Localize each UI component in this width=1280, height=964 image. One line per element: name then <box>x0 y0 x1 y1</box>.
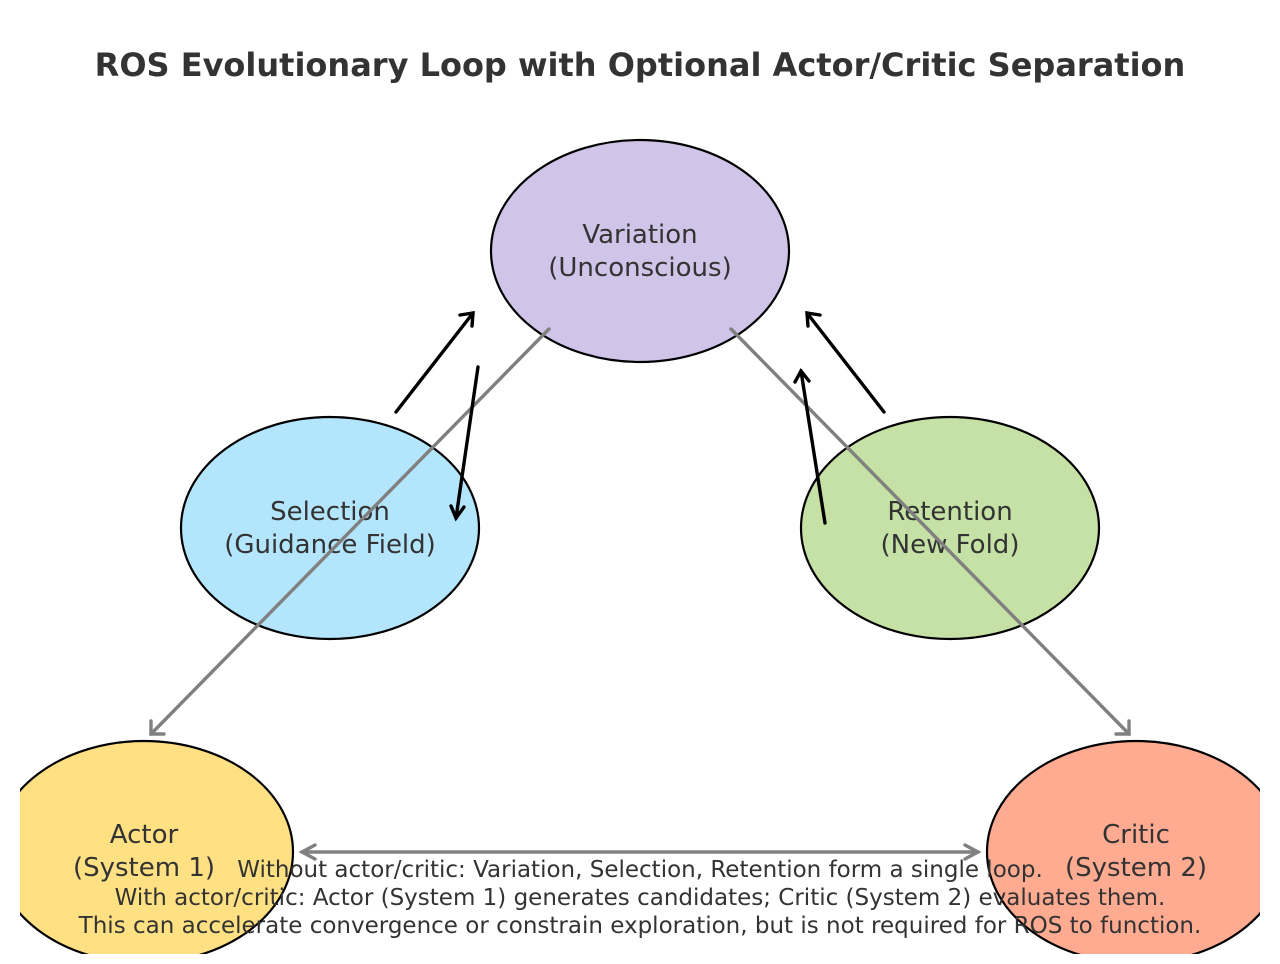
node-variation <box>489 138 791 364</box>
caption-line-1: Without actor/critic: Variation, Selecti… <box>237 857 1043 883</box>
arrow-variation-to-actor-head <box>149 719 166 736</box>
arrow-selection-to-variation <box>394 311 475 414</box>
arrow-retention-to-variation-inner <box>799 369 827 525</box>
arrow-retention-to-variation <box>805 311 886 414</box>
arrow-selection-to-variation-head <box>458 310 475 328</box>
arrow-variation-to-actor <box>149 327 551 736</box>
optional-arrows <box>149 327 1131 861</box>
node-variation-label-line1: Variation <box>582 220 697 250</box>
node-actor-label-line1: Actor <box>110 820 179 850</box>
node-critic-label-line2: (System 2) <box>1065 853 1207 883</box>
node-actor-label-line2: (System 1) <box>73 853 215 883</box>
node-selection <box>179 415 481 641</box>
node-retention <box>799 415 1101 641</box>
caption-line-2: With actor/critic: Actor (System 1) gene… <box>115 885 1166 911</box>
arrow-variation-to-critic <box>729 327 1131 736</box>
node-selection-label-line1: Selection <box>270 497 390 527</box>
loop-arrows <box>394 310 886 525</box>
arrow-variation-to-selection-head <box>449 504 466 522</box>
arrow-actor-critic-head-left <box>298 843 317 861</box>
diagram-title: ROS Evolutionary Loop with Optional Acto… <box>95 46 1186 84</box>
node-critic-label-line1: Critic <box>1102 820 1170 850</box>
node-variation-label-line2: (Unconscious) <box>548 253 731 283</box>
node-retention-label-line2: (New Fold) <box>881 530 1020 560</box>
arrow-retention-to-variation-head <box>805 310 822 328</box>
arrow-variation-to-selection <box>454 365 480 520</box>
arrow-actor-critic-head-right <box>963 843 982 861</box>
diagram-body: Variation (Unconscious) Selection (Guida… <box>20 138 1260 954</box>
node-actor <box>20 739 295 954</box>
node-retention-label-line1: Retention <box>887 497 1012 527</box>
node-critic <box>985 739 1260 954</box>
node-selection-label-line2: (Guidance Field) <box>224 530 436 560</box>
arrow-variation-to-critic-head <box>1114 719 1131 736</box>
arrow-retention-to-variation-inner-head <box>793 367 811 384</box>
caption-line-3: This can accelerate convergence or const… <box>78 913 1202 939</box>
